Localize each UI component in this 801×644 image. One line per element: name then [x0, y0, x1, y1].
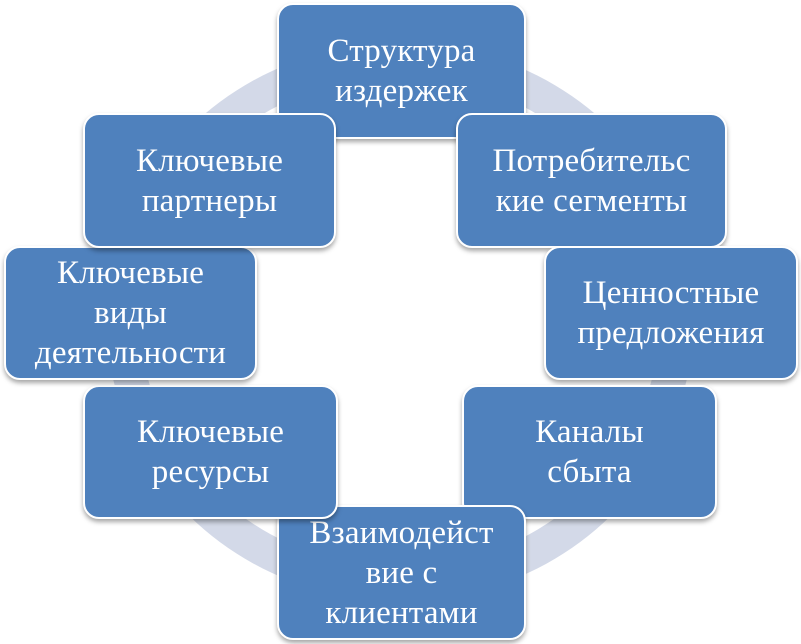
node-label-key-partners: Ключевые партнеры [135, 142, 284, 219]
node-customer-segments: Потребительс кие сегменты [456, 113, 727, 248]
node-label-cost-structure: Структура издержек [327, 33, 476, 109]
node-label-customer-relationships: Взаимодейст вие с клиентами [309, 514, 494, 631]
node-label-key-activities: Ключевые виды деятельности [34, 255, 227, 371]
node-key-partners: Ключевые партнеры [83, 113, 336, 248]
node-channels: Каналы сбыта [462, 385, 717, 519]
node-label-value-propositions: Ценностные предложения [577, 275, 765, 351]
node-customer-relationships: Взаимодейст вие с клиентами [277, 505, 526, 640]
node-value-propositions: Ценностные предложения [544, 246, 798, 380]
node-key-activities: Ключевые виды деятельности [4, 246, 257, 380]
node-key-resources: Ключевые ресурсы [83, 385, 338, 519]
node-label-channels: Каналы сбыта [535, 414, 644, 490]
node-label-key-resources: Ключевые ресурсы [136, 414, 285, 490]
node-cost-structure: Структура издержек [277, 3, 526, 139]
node-label-customer-segments: Потребительс кие сегменты [492, 142, 691, 219]
